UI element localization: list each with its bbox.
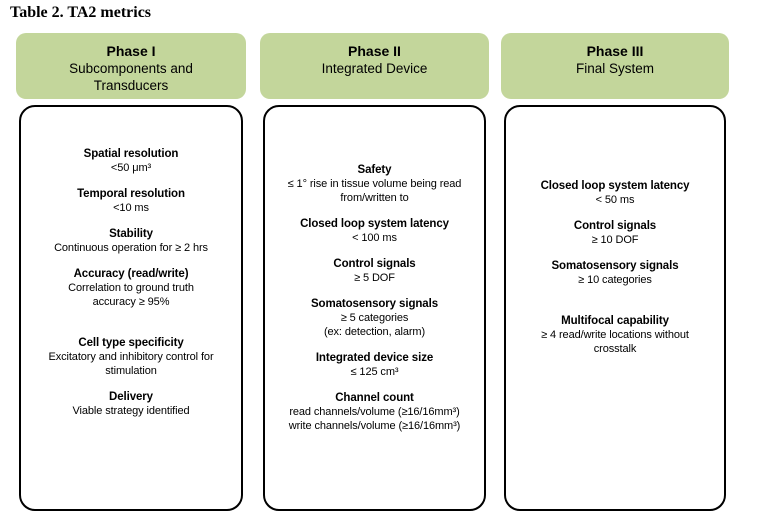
metrics-box: Closed loop system latency < 50 ms Control… xyxy=(504,105,726,511)
metric-item: Temporal resolution <10 ms xyxy=(21,187,241,215)
metric-item: Spatial resolution <50 μm³ xyxy=(21,147,241,175)
phase-title: Phase I xyxy=(106,43,156,59)
metric-item: Somatosensory signals ≥ 5 categories (ex: … xyxy=(265,297,484,339)
metric-label: Multifocal capability xyxy=(561,315,669,327)
phase-title: Phase III xyxy=(586,43,644,59)
metric-value-line: (ex: detection, alarm) xyxy=(323,326,426,338)
metrics-box: Spatial resolution <50 μm³ Temporal resolu… xyxy=(19,105,243,511)
metric-value-line: < 50 ms xyxy=(595,194,635,206)
metrics-box: Safety ≤ 1° rise in tissue volume being r… xyxy=(263,105,486,511)
metric-value-line: read channels/volume (≥16/16mm³) xyxy=(289,406,460,418)
metric-item: Integrated device size ≤ 125 cm³ xyxy=(265,351,484,379)
metric-label: Closed loop system latency xyxy=(540,180,690,192)
metric-label: Somatosensory signals xyxy=(310,298,438,310)
metric-item: Channel count read channels/volume (≥16/1… xyxy=(265,391,484,433)
metric-value-line: crosstalk xyxy=(593,343,637,355)
metric-label: Stability xyxy=(109,228,153,240)
phase-column-3: Phase III Final System Closed loop syste… xyxy=(501,33,729,511)
phase-subtitle-line: Final System xyxy=(575,61,655,76)
metric-label: Control signals xyxy=(573,220,657,232)
metric-item: Control signals ≥ 10 DOF xyxy=(506,219,724,247)
phase-header: Phase III Final System xyxy=(501,33,729,99)
metric-item: Safety ≤ 1° rise in tissue volume being r… xyxy=(265,163,484,205)
metric-value-line: Correlation to ground truth xyxy=(68,282,194,294)
metric-label: Safety xyxy=(357,164,392,176)
metric-value-line: ≥ 10 DOF xyxy=(591,234,639,246)
metric-item: Closed loop system latency < 50 ms xyxy=(506,179,724,207)
metric-value-line: <10 ms xyxy=(113,202,149,214)
phase-column-2: Phase II Integrated Device Safety ≤ 1° ri… xyxy=(260,33,489,511)
metric-label: Control signals xyxy=(333,258,416,270)
metric-label: Spatial resolution xyxy=(83,148,179,160)
phase-subtitle-line: Subcomponents and xyxy=(69,61,193,76)
metric-value-line: <50 μm³ xyxy=(110,162,152,174)
metric-label: Delivery xyxy=(109,391,153,403)
table-title: Table 2. TA2 metrics xyxy=(10,4,152,21)
metric-value-line: ≤ 125 cm³ xyxy=(350,366,399,378)
metric-label: Somatosensory signals xyxy=(551,260,679,272)
metric-value-line: Viable strategy identified xyxy=(72,405,190,417)
metric-item: Closed loop system latency < 100 ms xyxy=(265,217,484,245)
metric-label: Temporal resolution xyxy=(77,188,185,200)
metric-item: Control signals ≥ 5 DOF xyxy=(265,257,484,285)
phase-title: Phase II xyxy=(348,43,401,59)
metric-label: Accuracy (read/write) xyxy=(73,268,189,280)
metric-value-line: ≥ 4 read/write locations without xyxy=(541,329,689,341)
metric-value-line: stimulation xyxy=(105,365,157,377)
metric-value-line: Continuous operation for ≥ 2 hrs xyxy=(54,242,208,254)
metric-value-line: ≥ 5 categories xyxy=(340,312,409,324)
metric-value-line: < 100 ms xyxy=(352,232,397,244)
metric-value-line: Excitatory and inhibitory control for xyxy=(48,351,214,363)
metric-label: Cell type specificity xyxy=(78,337,184,349)
phase-header: Phase II Integrated Device xyxy=(260,33,489,99)
metric-label: Channel count xyxy=(335,392,414,404)
metric-item: Accuracy (read/write) Correlation to grou… xyxy=(21,267,241,309)
phase-subtitle: Integrated Device xyxy=(260,60,489,77)
metric-value-line: from/written to xyxy=(340,192,409,204)
metric-item: Somatosensory signals ≥ 10 categories xyxy=(506,259,724,287)
metric-value-line: write channels/volume (≥16/16mm³) xyxy=(288,420,461,432)
phase-subtitle-line: Integrated Device xyxy=(321,61,428,76)
metric-label: Closed loop system latency xyxy=(300,218,449,230)
phase-subtitle: Final System xyxy=(501,60,729,77)
metric-value-line: ≥ 10 categories xyxy=(578,274,652,286)
metric-label: Integrated device size xyxy=(315,352,434,364)
metric-value-line: ≤ 1° rise in tissue volume being read xyxy=(287,178,462,190)
phase-subtitle-line: Transducers xyxy=(93,78,169,93)
metric-item: Multifocal capability ≥ 4 read/write loca… xyxy=(506,314,724,356)
metric-value-line: accuracy ≥ 95% xyxy=(92,296,170,308)
metric-value-line: ≥ 5 DOF xyxy=(354,272,395,284)
